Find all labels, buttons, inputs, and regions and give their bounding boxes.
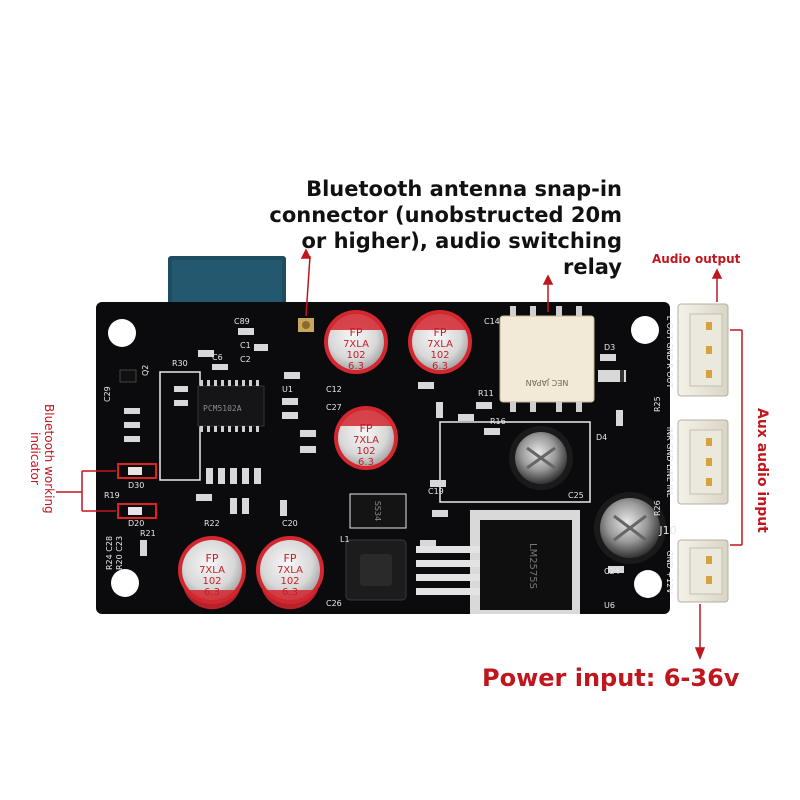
svg-text:INR GND LINE INL: INR GND LINE INL bbox=[665, 427, 674, 498]
connector-aux-in bbox=[677, 419, 729, 505]
schottky-diode bbox=[349, 493, 407, 529]
power-inductor bbox=[345, 539, 407, 601]
antenna-relay-callout: Bluetooth antenna snap-in connector (uno… bbox=[258, 176, 622, 280]
svg-text:102: 102 bbox=[430, 350, 449, 361]
svg-text:R30: R30 bbox=[172, 359, 188, 368]
svg-text:FP: FP bbox=[206, 552, 219, 565]
antenna-callout-line4: relay bbox=[562, 255, 622, 279]
svg-text:6.3: 6.3 bbox=[348, 361, 364, 372]
svg-text:NEC JAPAN: NEC JAPAN bbox=[526, 378, 569, 387]
svg-text:7XLA: 7XLA bbox=[199, 565, 225, 576]
svg-text:C19: C19 bbox=[428, 487, 444, 496]
audio-output-callout: Audio output bbox=[652, 252, 741, 266]
svg-text:102: 102 bbox=[356, 446, 375, 457]
svg-text:J10: J10 bbox=[658, 524, 676, 537]
svg-text:C27: C27 bbox=[326, 403, 342, 412]
svg-text:7XLA: 7XLA bbox=[353, 435, 379, 446]
svg-text:R22: R22 bbox=[204, 519, 220, 528]
svg-text:C25: C25 bbox=[568, 491, 584, 500]
svg-text:C2: C2 bbox=[240, 355, 251, 364]
svg-text:6.3: 6.3 bbox=[282, 587, 298, 598]
bluetooth-indicator-callout: Bluetooth working indicator bbox=[28, 404, 56, 514]
svg-text:C12: C12 bbox=[326, 385, 342, 394]
connector-power-in bbox=[677, 539, 729, 603]
svg-text:LM2575S: LM2575S bbox=[527, 543, 538, 589]
svg-text:C20: C20 bbox=[282, 519, 298, 528]
svg-text:R20 C23: R20 C23 bbox=[115, 536, 124, 570]
svg-text:7XLA: 7XLA bbox=[427, 339, 453, 350]
bt-indicator-line2: indicator bbox=[28, 432, 42, 486]
antenna-callout-line2: connector (unobstructed 20m bbox=[269, 203, 622, 227]
mounting-hole bbox=[631, 316, 659, 344]
svg-text:6.3: 6.3 bbox=[432, 361, 448, 372]
smd-parts bbox=[124, 328, 624, 573]
audio-relay: NEC JAPAN bbox=[499, 306, 595, 412]
svg-text:U1: U1 bbox=[282, 385, 293, 394]
svg-text:6.3: 6.3 bbox=[358, 457, 374, 468]
led-d30 bbox=[128, 467, 142, 475]
svg-text:D20: D20 bbox=[128, 519, 144, 528]
svg-text:7XLA: 7XLA bbox=[343, 339, 369, 350]
svg-text:Q2: Q2 bbox=[141, 365, 150, 376]
svg-text:FP: FP bbox=[434, 326, 447, 339]
pcm-chip bbox=[197, 385, 265, 427]
svg-text:L1: L1 bbox=[340, 535, 350, 544]
connector-audio-out bbox=[677, 303, 729, 397]
svg-text:D3: D3 bbox=[604, 343, 615, 352]
svg-text:C89: C89 bbox=[234, 317, 250, 326]
svg-text:FP: FP bbox=[360, 422, 373, 435]
transistor-q2 bbox=[119, 369, 137, 383]
voltage-regulator: LM2575S bbox=[416, 510, 580, 614]
antenna-callout-line1: Bluetooth antenna snap-in bbox=[306, 177, 622, 201]
svg-text:R26: R26 bbox=[653, 500, 662, 516]
capacitor: FP 7XLA 102 6.3 bbox=[408, 310, 472, 374]
svg-text:C24: C24 bbox=[604, 567, 620, 576]
svg-text:C1: C1 bbox=[240, 341, 251, 350]
capacitor: FP 7XLA 102 6.3 bbox=[256, 536, 324, 610]
led-d20 bbox=[128, 507, 142, 515]
svg-text:6.3: 6.3 bbox=[204, 587, 220, 598]
svg-text:102: 102 bbox=[280, 576, 299, 587]
black-capacitor bbox=[509, 426, 573, 490]
capacitor: FP 7XLA 102 6.3 bbox=[178, 536, 246, 610]
svg-text:R19: R19 bbox=[104, 491, 120, 500]
svg-text:FP: FP bbox=[284, 552, 297, 565]
diode-d3 bbox=[598, 370, 626, 382]
pcm-chip-label: PCM5102A bbox=[203, 404, 242, 413]
svg-text:C26: C26 bbox=[326, 599, 342, 608]
svg-text:102: 102 bbox=[346, 350, 365, 361]
svg-text:L OUT GND R OUT: L OUT GND R OUT bbox=[665, 316, 674, 389]
svg-text:R11: R11 bbox=[478, 389, 494, 398]
svg-text:R16: R16 bbox=[490, 417, 506, 426]
svg-text:FP: FP bbox=[350, 326, 363, 339]
power-input-callout: Power input: 6-36v bbox=[482, 664, 740, 692]
svg-text:R25: R25 bbox=[653, 396, 662, 412]
svg-text:SS34: SS34 bbox=[373, 501, 382, 521]
svg-text:R24 C28: R24 C28 bbox=[105, 536, 114, 570]
capacitor: FP 7XLA 102 6.3 bbox=[334, 406, 398, 470]
svg-text:102: 102 bbox=[202, 576, 221, 587]
antenna-callout-line3: or higher), audio switching bbox=[301, 229, 622, 253]
svg-text:7XLA: 7XLA bbox=[277, 565, 303, 576]
svg-text:GND +12V: GND +12V bbox=[665, 550, 674, 594]
svg-text:C29: C29 bbox=[103, 386, 112, 402]
svg-text:U6: U6 bbox=[604, 601, 615, 610]
svg-text:D30: D30 bbox=[128, 481, 144, 490]
svg-text:C6: C6 bbox=[212, 353, 223, 362]
callout-arrows bbox=[56, 248, 743, 661]
mounting-hole bbox=[634, 570, 662, 598]
svg-text:D4: D4 bbox=[596, 433, 607, 442]
capacitor: FP 7XLA 102 6.3 bbox=[324, 310, 388, 374]
svg-text:C14: C14 bbox=[484, 317, 500, 326]
mounting-hole bbox=[108, 319, 136, 347]
aux-input-callout: Aux audio input bbox=[754, 408, 770, 533]
bt-indicator-line1: Bluetooth working bbox=[42, 404, 56, 514]
svg-text:R21: R21 bbox=[140, 529, 156, 538]
black-capacitor bbox=[594, 492, 666, 564]
mounting-hole bbox=[111, 569, 139, 597]
